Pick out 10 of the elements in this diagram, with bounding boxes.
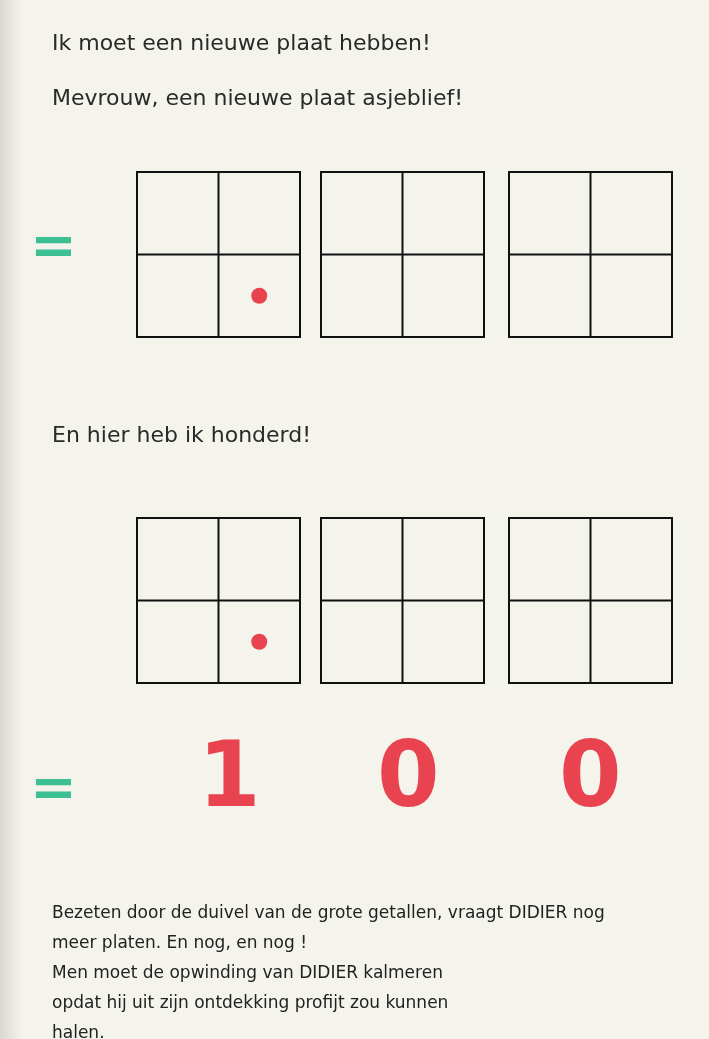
heading-text: En hier heb ik honderd!: [52, 421, 313, 449]
equals-sign: =: [30, 215, 78, 275]
heading-text: Ik moet een nieuwe plaat hebben!: [52, 29, 432, 57]
digit: 1: [198, 730, 258, 820]
heading-text: Mevrouw, een nieuwe plaat asjeblief!: [52, 84, 465, 112]
equals-sign: =: [30, 757, 78, 817]
body-text: Men moet de opwinding van DIDIER kalmeren opdat hij uit zijn ontdekking profijt zou kunnen halen.: [52, 961, 450, 1039]
digit: 0: [559, 730, 623, 820]
digit: 0: [377, 730, 441, 820]
body-text: Bezeten door de duivel van de grote getallen, vraagt DIDIER nog meer platen. En nog, en nog !: [52, 901, 606, 954]
